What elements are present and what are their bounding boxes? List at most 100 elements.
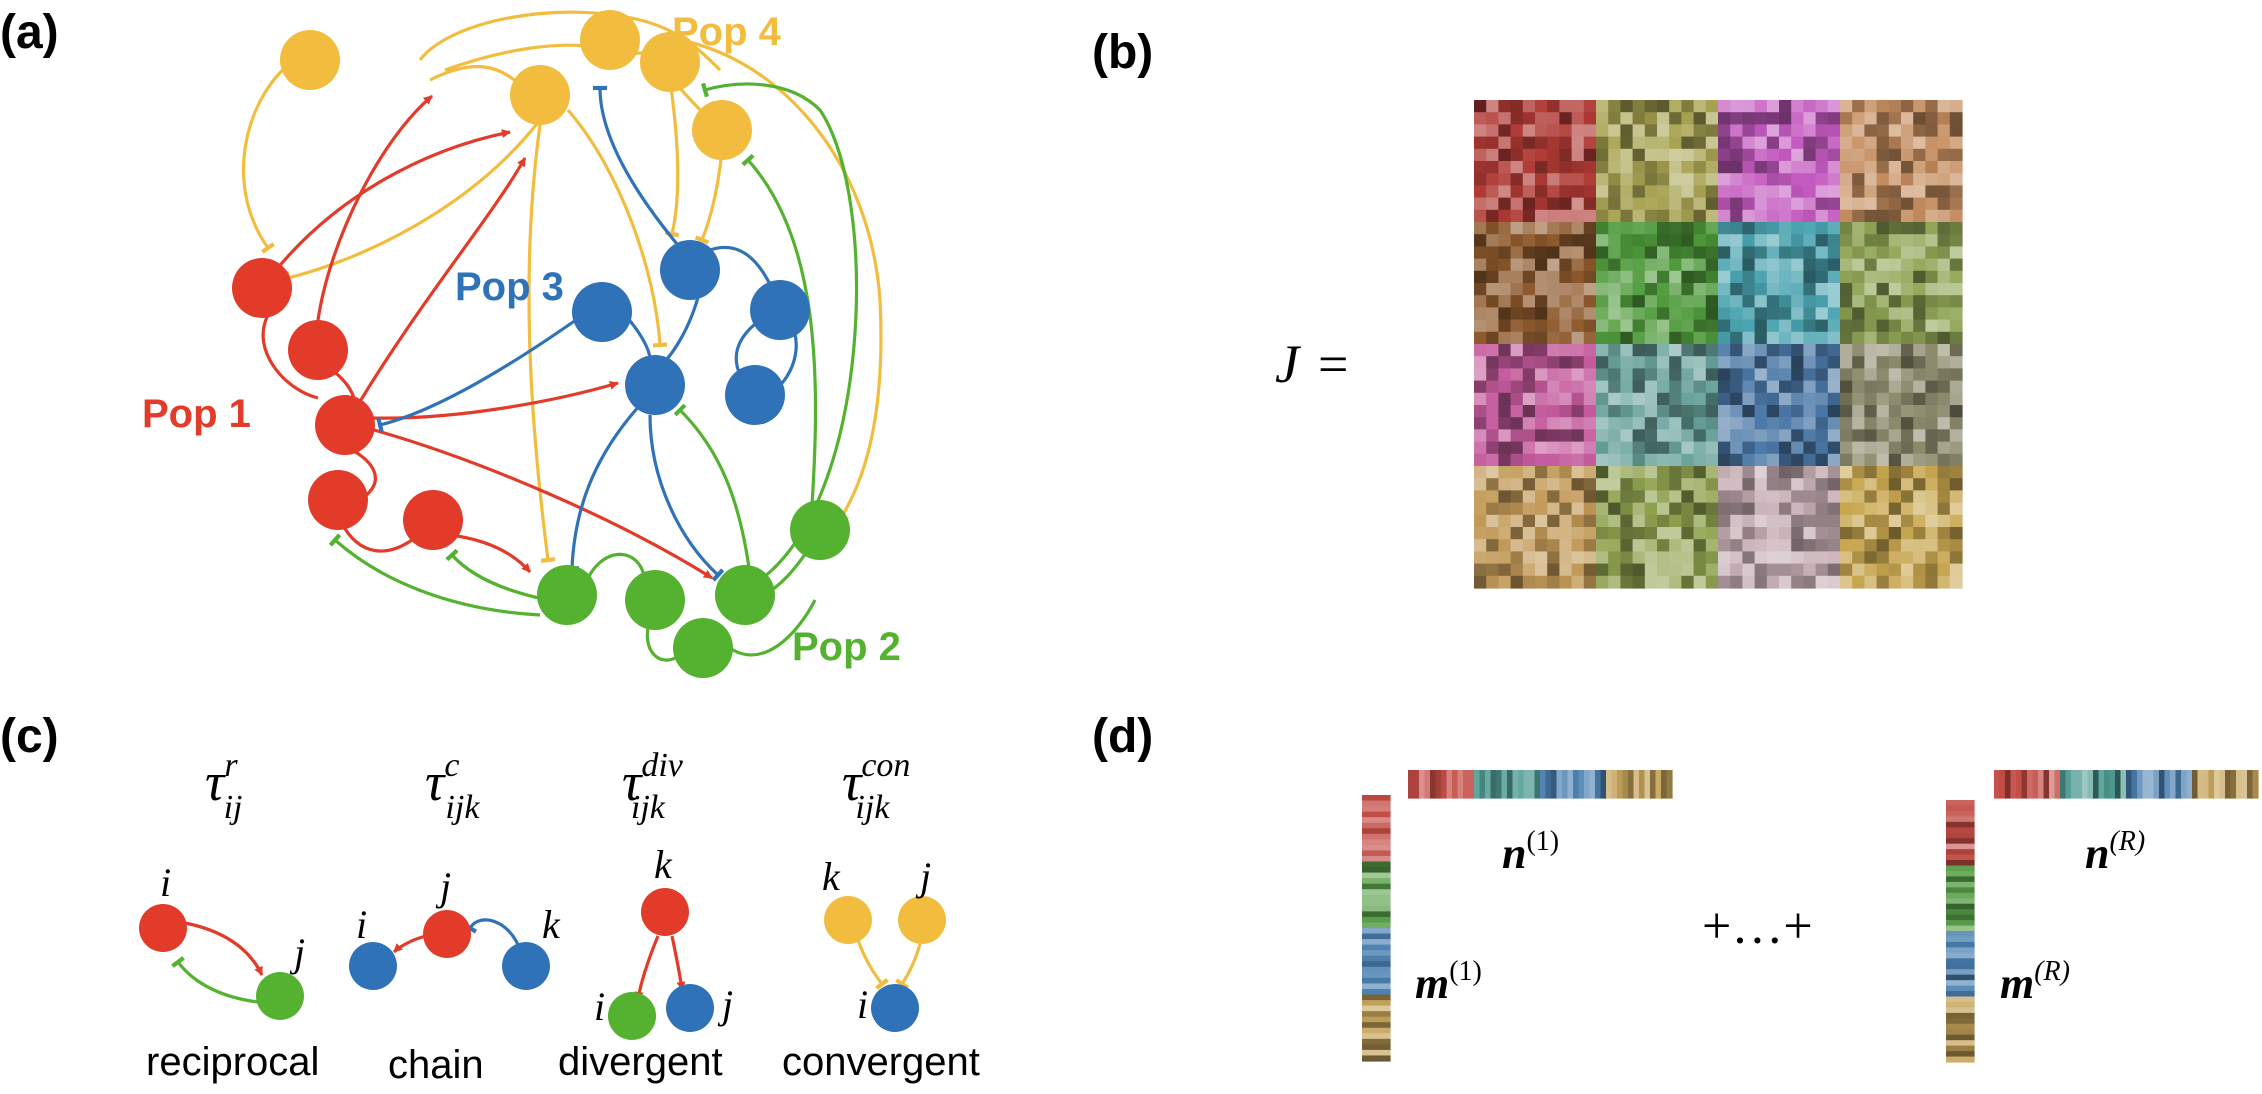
matrix-cell — [1742, 148, 1756, 162]
matrix-cell — [1583, 112, 1597, 125]
matrix-cell — [1501, 770, 1508, 799]
matrix-cell — [1730, 429, 1743, 443]
matrix-cell — [1547, 185, 1560, 199]
lowrank-panel: n(1) m(1) +…+ n(R) m(R) — [1362, 770, 2259, 1063]
matrix-cell — [1669, 222, 1682, 235]
matrix-cell — [1876, 527, 1890, 540]
matrix-cell — [1864, 466, 1878, 479]
matrix-cell — [1876, 563, 1890, 577]
matrix-cell — [1596, 197, 1609, 211]
matrix-cell — [1840, 502, 1853, 516]
matrix-cell — [1669, 502, 1682, 516]
matrix-cell — [2016, 770, 2023, 799]
matrix-cell — [1681, 246, 1695, 260]
matrix-cell — [1693, 527, 1707, 540]
matrix-cell — [1452, 770, 1459, 799]
matrix-cell — [1730, 466, 1743, 479]
matrix-cell — [1535, 222, 1548, 235]
matrix-cell — [1657, 307, 1670, 321]
matrix-cell — [1498, 563, 1512, 577]
matrix-cell — [1754, 441, 1768, 455]
matrix-cell — [1913, 527, 1926, 540]
matrix-cell — [1693, 380, 1707, 394]
matrix-cell — [1937, 392, 1951, 406]
matrix-cell — [1486, 161, 1499, 174]
matrix-cell — [1522, 563, 1536, 577]
matrix-cell — [1669, 344, 1682, 357]
matrix-cell — [1791, 380, 1804, 394]
pop2-edges — [328, 82, 858, 662]
matrix-cell — [1766, 295, 1780, 308]
matrix-cell — [1730, 246, 1743, 260]
matrix-cell — [1852, 490, 1865, 504]
matrix-cell — [1925, 283, 1939, 296]
matrix-cell — [1815, 124, 1829, 138]
matrix-cell — [1596, 100, 1609, 113]
matrix-cell — [1571, 270, 1585, 284]
matrix-cell — [1791, 551, 1804, 565]
matrix-cell — [1608, 307, 1621, 321]
node-k — [502, 942, 550, 990]
matrix-cell — [1946, 810, 1975, 817]
matrix-cell — [1510, 417, 1524, 430]
matrix-cell — [1463, 770, 1470, 799]
matrix-cell — [1815, 356, 1829, 369]
matrix-cell — [1657, 161, 1670, 174]
matrix-cell — [1498, 307, 1512, 321]
matrix-cell — [1486, 222, 1499, 235]
matrix-cell — [1547, 478, 1560, 491]
matrix-cell — [1840, 527, 1853, 540]
node-i — [608, 992, 656, 1040]
matrix-cell — [1730, 197, 1743, 211]
matrix-cell — [1876, 392, 1890, 406]
matrix-cell — [1766, 124, 1780, 138]
matrix-cell — [1522, 173, 1536, 186]
matrix-cell — [1852, 331, 1865, 345]
matrix-cell — [1608, 502, 1621, 516]
matrix-cell — [1779, 185, 1792, 199]
matrix-cell — [1693, 136, 1707, 150]
matrix-cell — [1535, 124, 1548, 138]
matrix-cell — [1742, 392, 1756, 406]
matrix-cell — [1888, 478, 1902, 491]
matrix-cell — [1718, 112, 1731, 125]
matrix-cell — [1791, 478, 1804, 491]
matrix-cell — [1888, 258, 1902, 272]
matrix-cell — [1583, 270, 1597, 284]
matrix-cell — [1766, 429, 1780, 443]
matrix-cell — [1486, 417, 1499, 430]
matrix-cell — [1876, 112, 1890, 125]
matrix-cell — [1583, 429, 1597, 443]
matrix-cell — [1901, 502, 1914, 516]
matrix-cell — [1840, 246, 1853, 260]
matrix-cell — [1791, 466, 1804, 479]
matrix-cell — [1742, 356, 1756, 369]
matrix-cell — [1730, 112, 1743, 125]
matrix-cell — [1498, 368, 1512, 382]
matrix-cell — [1547, 100, 1560, 113]
matrix-cell — [1657, 466, 1670, 479]
matrix-cell — [1681, 380, 1695, 394]
matrix-cell — [1362, 833, 1391, 840]
edge — [376, 308, 591, 433]
matrix-cell — [1571, 368, 1585, 382]
matrix-cell — [1827, 344, 1841, 357]
matrix-cell — [1946, 1023, 1975, 1030]
matrix-cell — [1876, 161, 1890, 174]
matrix-cell — [1628, 770, 1635, 799]
matrix-cell — [1803, 124, 1817, 138]
matrix-cell — [1946, 914, 1975, 921]
matrix-cell — [1595, 770, 1602, 799]
matrix-cell — [1362, 850, 1391, 857]
matrix-cell — [1766, 246, 1780, 260]
matrix-cell — [1535, 331, 1548, 345]
matrix-cell — [1718, 441, 1731, 455]
matrix-cell — [1888, 514, 1902, 528]
neuron-pop4 — [640, 32, 700, 92]
matrix-cell — [1779, 368, 1792, 382]
matrix-cell — [1937, 307, 1951, 321]
matrix-cell — [1620, 295, 1634, 308]
matrix-cell — [1608, 441, 1621, 455]
